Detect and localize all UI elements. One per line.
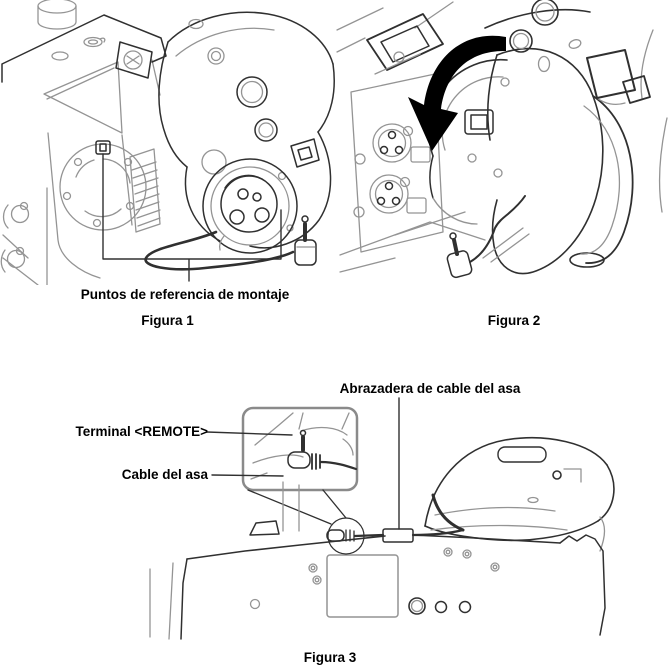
viewfinder-assembly [144,11,335,271]
callout-pointer-lines [247,489,347,525]
figure2-illustration [336,0,668,279]
xlr-connector-bottom [353,174,427,218]
figure1-illustration [0,0,335,285]
mount-reference-tab [95,140,111,155]
camera-top-body [149,481,606,640]
inset-remote-plug [287,429,358,471]
cable-clamp [382,528,465,543]
camera-rear-body [336,1,486,273]
xlr-connector-top [354,123,431,165]
mount-lock-bracket [290,138,320,168]
handle-cable-clamp-label: Abrazadera de cable del asa [339,381,521,396]
handle-cable [431,493,465,532]
accessory-shoe [366,13,444,75]
remote-terminal-label: Terminal <REMOTE> [75,424,208,439]
body-buttons [408,597,472,615]
inset-callout-box [241,406,359,492]
viewfinder-eyepiece [484,0,668,275]
figure2-caption: Figura 2 [487,313,541,328]
handle [424,437,615,552]
mount-plate [202,158,298,254]
figure1-caption: Figura 1 [141,313,194,328]
rotation-arrow-icon [408,35,506,152]
camera-body [0,0,167,285]
viewfinder-cable [144,230,295,271]
handle-cable-label: Cable del asa [121,467,208,482]
mount-reference-label: Puntos de referencia de montaje [80,287,290,302]
body-screws [249,547,500,610]
figure3-illustration [149,397,615,640]
label-leader-lines [206,397,400,530]
remote-plug [294,215,317,266]
leader-bracket [102,153,282,282]
remote-terminal-plug [326,529,385,542]
handle-cable-plug [394,195,530,279]
figure3-caption: Figura 3 [303,650,357,665]
